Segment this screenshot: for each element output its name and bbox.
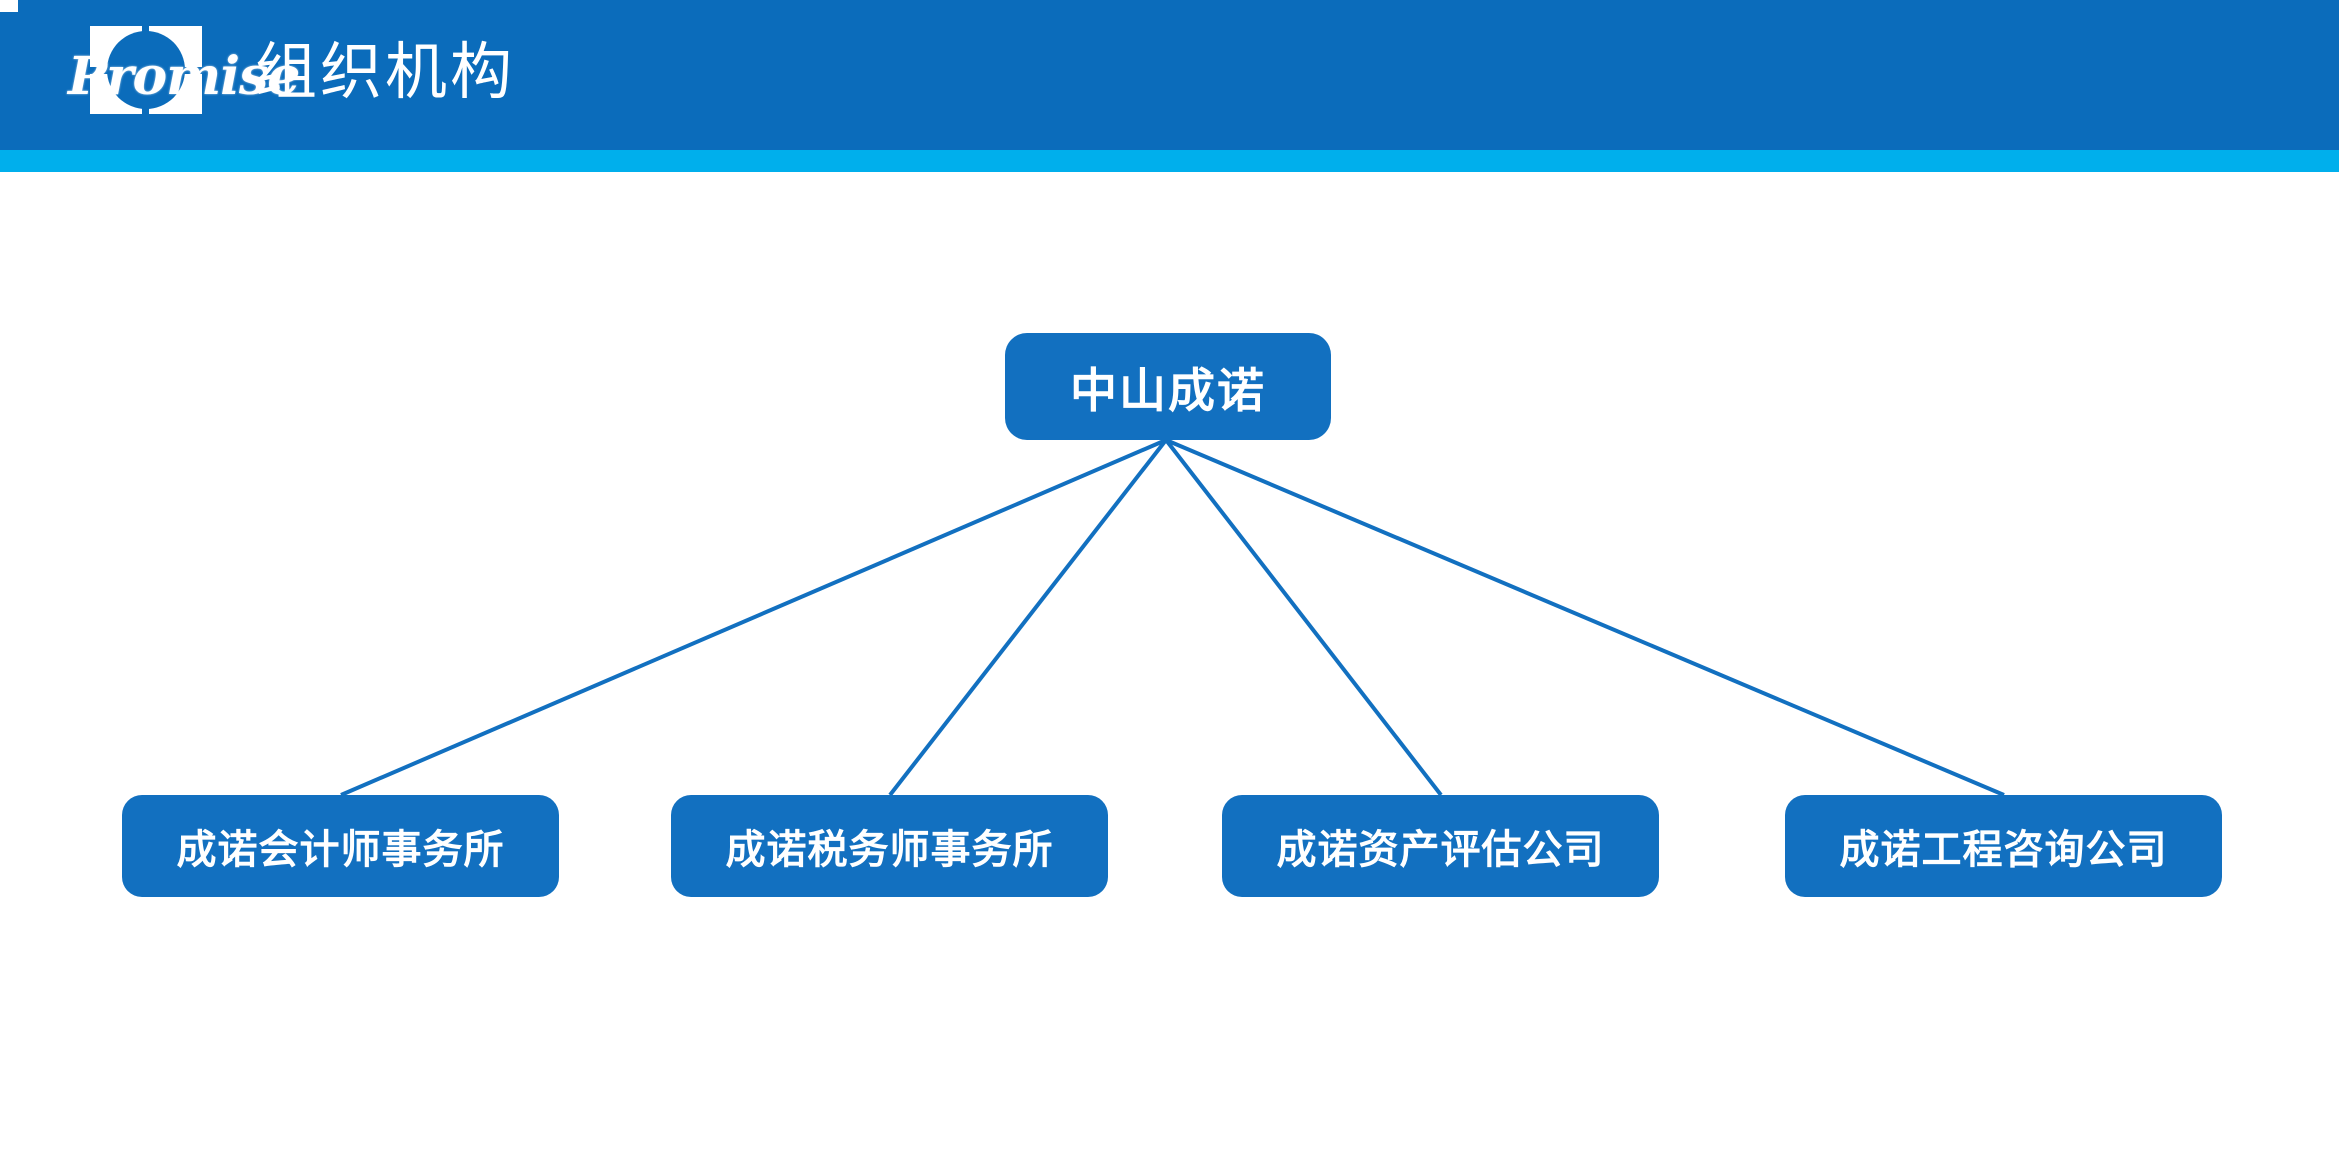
- header-accent-bar: [0, 150, 2339, 172]
- promise-logo: Promise: [60, 8, 300, 143]
- logo-horizontal-gap: [90, 67, 202, 74]
- org-chart: 中山成诺 成诺会计师事务所 成诺税务师事务所 成诺资产评估公司 成诺工程咨询公司: [0, 172, 2339, 1154]
- org-node-child-1[interactable]: 成诺会计师事务所: [122, 795, 559, 897]
- org-chart-connectors: [340, 438, 2005, 797]
- logo-wordmark: Promise: [68, 46, 300, 107]
- org-node-child-4[interactable]: 成诺工程咨询公司: [1785, 795, 2222, 897]
- connector-line-4: [1165, 438, 2005, 797]
- connector-line-2: [888, 438, 1168, 797]
- promise-square-circle-logo: [90, 26, 202, 114]
- page-title: 组织机构: [255, 38, 516, 107]
- org-node-root[interactable]: 中山成诺: [1005, 333, 1331, 440]
- header-corner-notch: [0, 0, 18, 12]
- org-node-child-2[interactable]: 成诺税务师事务所: [671, 795, 1108, 897]
- org-node-child-3[interactable]: 成诺资产评估公司: [1222, 795, 1659, 897]
- connector-line-3: [1164, 438, 1443, 797]
- header-bar: Promise 组织机构: [0, 0, 2339, 150]
- connector-line-1: [340, 438, 1167, 797]
